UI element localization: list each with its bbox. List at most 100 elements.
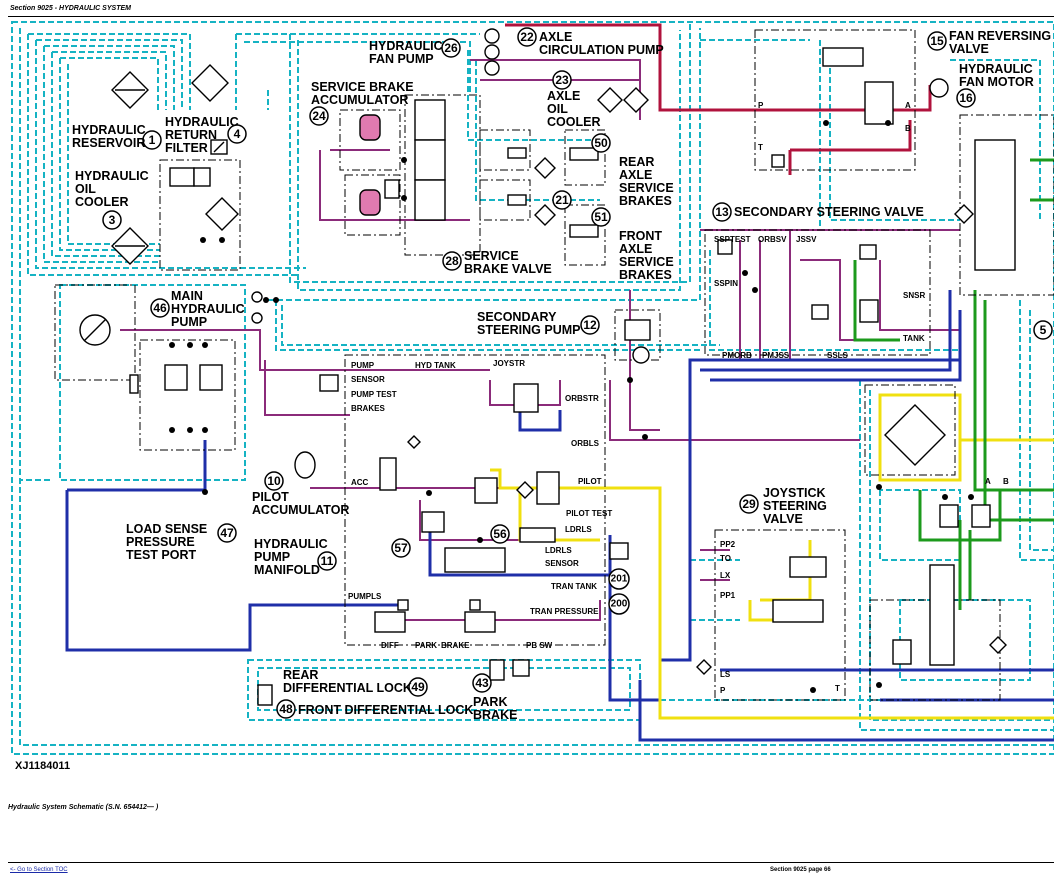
label-reservoir-1: HYDRAULIC [72, 123, 146, 137]
port-pump: PUMP [351, 361, 375, 370]
callout-5: 5 [1040, 323, 1047, 337]
port-acc: ACC [351, 478, 369, 487]
port-pmorb: PMORB [722, 351, 752, 360]
label-return-filter-2: RETURN [165, 128, 217, 142]
port-tran-tank: TRAN TANK [551, 582, 597, 591]
label-pilot-acc-2: ACCUMULATOR [252, 503, 349, 517]
label-front-brakes-4: BRAKES [619, 268, 672, 282]
label-fan-motor-1: HYDRAULIC [959, 62, 1033, 76]
port-orbls: ORBLS [571, 439, 600, 448]
label-sec-steer-valve: SECONDARY STEERING VALVE [734, 205, 924, 219]
section-toc-link[interactable]: <- Go to Section TOC [10, 867, 68, 873]
port-sensor: SENSOR [351, 375, 385, 384]
label-fan-pump-2: FAN PUMP [369, 52, 434, 66]
label-sec-steer-pump-1: SECONDARY [477, 310, 557, 324]
label-ls-port-3: TEST PORT [126, 548, 197, 562]
label-manifold-1: HYDRAULIC [254, 537, 328, 551]
label-circ-pump-1: AXLE [539, 30, 572, 44]
label-main-pump-2: HYDRAULIC [171, 302, 245, 316]
callout-22: 22 [520, 30, 534, 44]
label-fan-rev-2: VALVE [949, 42, 989, 56]
port-pmjss: PMJSS [762, 351, 790, 360]
port-orbsv: ORBSV [758, 235, 787, 244]
callout-23: 23 [555, 73, 569, 87]
label-front-brakes-3: SERVICE [619, 255, 674, 269]
label-circ-pump-2: CIRCULATION PUMP [539, 43, 664, 57]
port-pp2: PP2 [720, 540, 736, 549]
footer-divider [8, 862, 1054, 863]
callout-15: 15 [930, 34, 944, 48]
schematic-frame [11, 21, 1054, 755]
port-park: PARK [415, 641, 437, 650]
port-pp1: PP1 [720, 591, 736, 600]
label-front-brakes-1: FRONT [619, 229, 662, 243]
label-rear-brakes-1: REAR [619, 155, 654, 169]
callout-4: 4 [234, 127, 241, 141]
label-pilot-acc-1: PILOT [252, 490, 289, 504]
port-t: T [835, 684, 840, 693]
label-rear-brakes-2: AXLE [619, 168, 652, 182]
label-front-diff: FRONT DIFFERENTIAL LOCK [298, 703, 473, 717]
callout-16: 16 [959, 91, 973, 105]
section-header: Section 9025 - HYDRAULIC SYSTEM [10, 5, 131, 12]
right-port-b: B [1003, 477, 1009, 486]
callout-57: 57 [394, 541, 408, 555]
port-orbstr: ORBSTR [565, 394, 599, 403]
label-rear-diff-2: DIFFERENTIAL LOCK [283, 681, 412, 695]
port-tran-pressure: TRAN PRESSURE [530, 607, 599, 616]
label-joystick-3: VALVE [763, 512, 803, 526]
callout-29: 29 [742, 497, 756, 511]
label-oil-cooler-3: COOLER [75, 195, 128, 209]
label-reservoir-2: RESERVOIR [72, 136, 145, 150]
callout-3: 3 [109, 213, 116, 227]
fan-port-t: T [758, 143, 763, 152]
port-joystr: JOYSTR [493, 359, 525, 368]
callout-12: 12 [583, 318, 597, 332]
port-jssv: JSSV [796, 235, 817, 244]
label-sec-steer-pump-2: STEERING PUMP [477, 323, 581, 337]
label-fan-pump-1: HYDRAULIC [369, 39, 443, 53]
port-pilot-test: PILOT TEST [566, 509, 612, 518]
valve-symbols [79, 28, 1016, 706]
label-axle-cooler-1: AXLE [547, 89, 580, 103]
label-fan-motor-2: FAN MOTOR [959, 75, 1034, 89]
label-brake-valve-1: SERVICE [464, 249, 519, 263]
port-p: P [720, 686, 726, 695]
port-tank: TANK [903, 334, 925, 343]
load-sense-lines [65, 290, 1054, 742]
callout-51: 51 [594, 210, 608, 224]
fan-pressure-lines [505, 23, 932, 175]
figure-caption: Hydraulic System Schematic (S.N. 654412—… [8, 804, 159, 811]
callout-10: 10 [267, 474, 281, 488]
callout-circles [102, 27, 1053, 719]
callout-200: 200 [611, 599, 628, 610]
label-manifold-3: MANIFOLD [254, 563, 320, 577]
callout-21: 21 [555, 193, 569, 207]
label-axle-cooler-2: OIL [547, 102, 568, 116]
label-accumulator-2: ACCUMULATOR [311, 93, 408, 107]
callout-28: 28 [445, 254, 459, 268]
callout-56: 56 [493, 527, 507, 541]
port-brake: BRAKE [441, 641, 470, 650]
port-pb-sw: PB SW [526, 641, 553, 650]
callout-24: 24 [312, 109, 326, 123]
port-ldrls-sensor: SENSOR [545, 559, 579, 568]
label-brake-valve-2: BRAKE VALVE [464, 262, 552, 276]
callout-46: 46 [153, 301, 167, 315]
label-return-filter-3: FILTER [165, 141, 208, 155]
port-ldrls-2: LDRLS [545, 546, 572, 555]
label-axle-cooler-3: COOLER [547, 115, 600, 129]
port-labels: PUMP HYD TANK SENSOR PUMP TEST BRAKES JO… [348, 101, 1009, 695]
port-ssls: SSLS [827, 351, 849, 360]
port-ls: LS [720, 670, 731, 679]
fan-port-b: B [905, 124, 911, 133]
label-accumulator-1: SERVICE BRAKE [311, 80, 414, 94]
header-divider [8, 16, 1054, 17]
fan-port-a: A [905, 101, 911, 110]
label-manifold-2: PUMP [254, 550, 290, 564]
label-ls-port-1: LOAD SENSE [126, 522, 207, 536]
page-number: Section 9025 page 66 [770, 867, 831, 873]
callout-47: 47 [220, 526, 234, 540]
callout-50: 50 [594, 136, 608, 150]
port-hyd-tank: HYD TANK [415, 361, 456, 370]
